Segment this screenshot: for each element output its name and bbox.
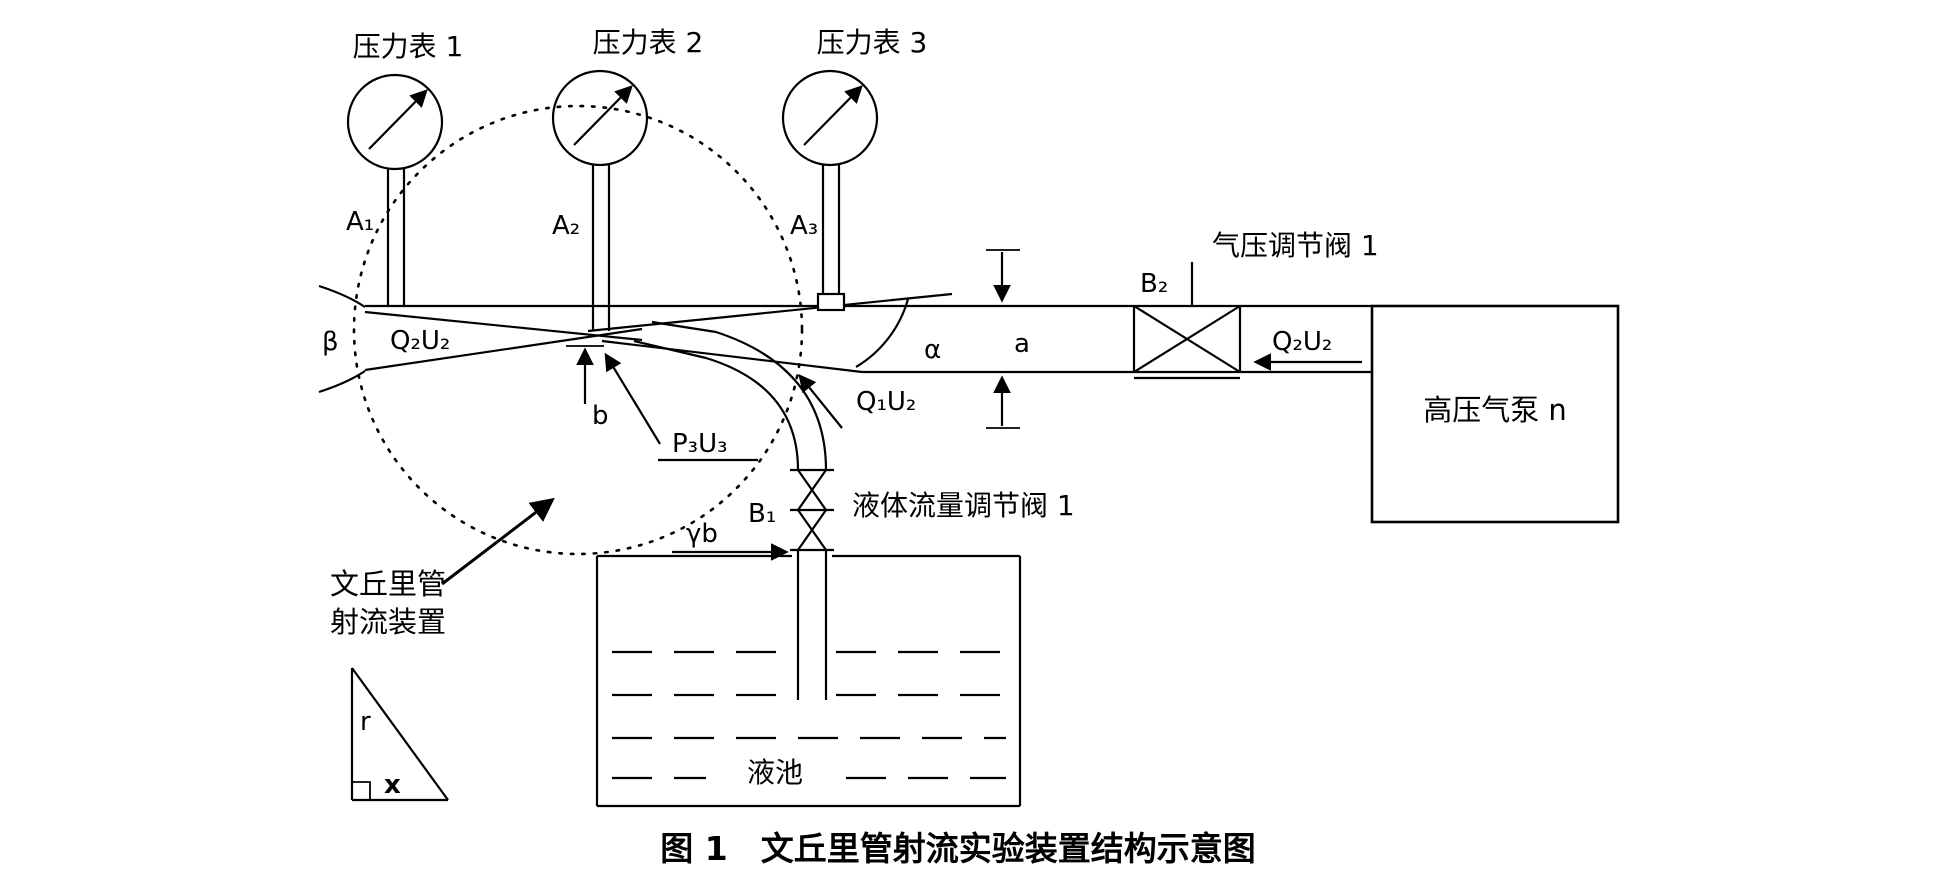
- device-label-line2: 射流装置: [330, 605, 446, 639]
- pressure-gauge-3: [781, 69, 879, 299]
- tap-block-a3: [816, 292, 846, 312]
- triangle-r-label: r: [360, 707, 371, 737]
- gauge-1-label: 压力表 1: [353, 30, 464, 63]
- figure-caption: 图 1 文丘里管射流实验装置结构示意图: [660, 829, 1255, 868]
- gauge-2-label: 压力表 2: [593, 26, 704, 59]
- alpha-angle-arc: [855, 298, 910, 368]
- gauge-3-label: 压力表 3: [817, 26, 928, 59]
- suction-tube: [633, 320, 828, 556]
- dim-a-label: a: [1014, 329, 1030, 359]
- device-label-line1: 文丘里管: [330, 567, 446, 601]
- valve-b2-label: B₂: [1140, 269, 1168, 299]
- dimension-a: [986, 249, 1020, 429]
- tap-label-a2: A₂: [552, 211, 580, 241]
- p3u3-leader: [604, 352, 758, 462]
- gamma-b-label: γb: [686, 519, 718, 549]
- pressure-gauge-2: [551, 69, 649, 331]
- alpha-angle-label: α: [924, 335, 941, 365]
- pressure-gauge-1: [346, 73, 444, 306]
- tap-label-a3: A₃: [790, 211, 818, 241]
- q2u2-supply-label: Q₂U₂: [1272, 327, 1332, 357]
- pump-label: 高压气泵 n: [1423, 393, 1567, 427]
- venturi-pipe: [318, 284, 1372, 394]
- venturi-dotted-boundary: [352, 104, 804, 556]
- tap-label-a1: A₁: [346, 207, 374, 237]
- device-label-arrow: [441, 497, 555, 586]
- dimension-b: [566, 345, 604, 404]
- valve-b2: [1132, 262, 1242, 380]
- valve-b1: [790, 468, 834, 552]
- liquid-tank: [595, 554, 1022, 808]
- p3u3-label: P₃U₃: [672, 429, 728, 459]
- liquid-surface-lines: [612, 650, 1006, 780]
- dim-b-label: b: [592, 401, 609, 431]
- air-valve-label: 气压调节阀 1: [1212, 229, 1379, 262]
- q1u2-label: Q₁U₂: [856, 387, 916, 417]
- beta-angle-label: β: [322, 327, 339, 357]
- tank-label: 液池: [747, 756, 803, 789]
- triangle-x-label: x: [384, 770, 401, 800]
- q2u2-inlet-label: Q₂U₂: [390, 326, 450, 356]
- valve-b1-label: B₁: [748, 499, 776, 529]
- q1u2-flow-arrow: [798, 373, 843, 429]
- reference-triangle: [350, 667, 449, 802]
- liquid-valve-label: 液体流量调节阀 1: [852, 489, 1075, 522]
- pump-box: [1370, 304, 1620, 524]
